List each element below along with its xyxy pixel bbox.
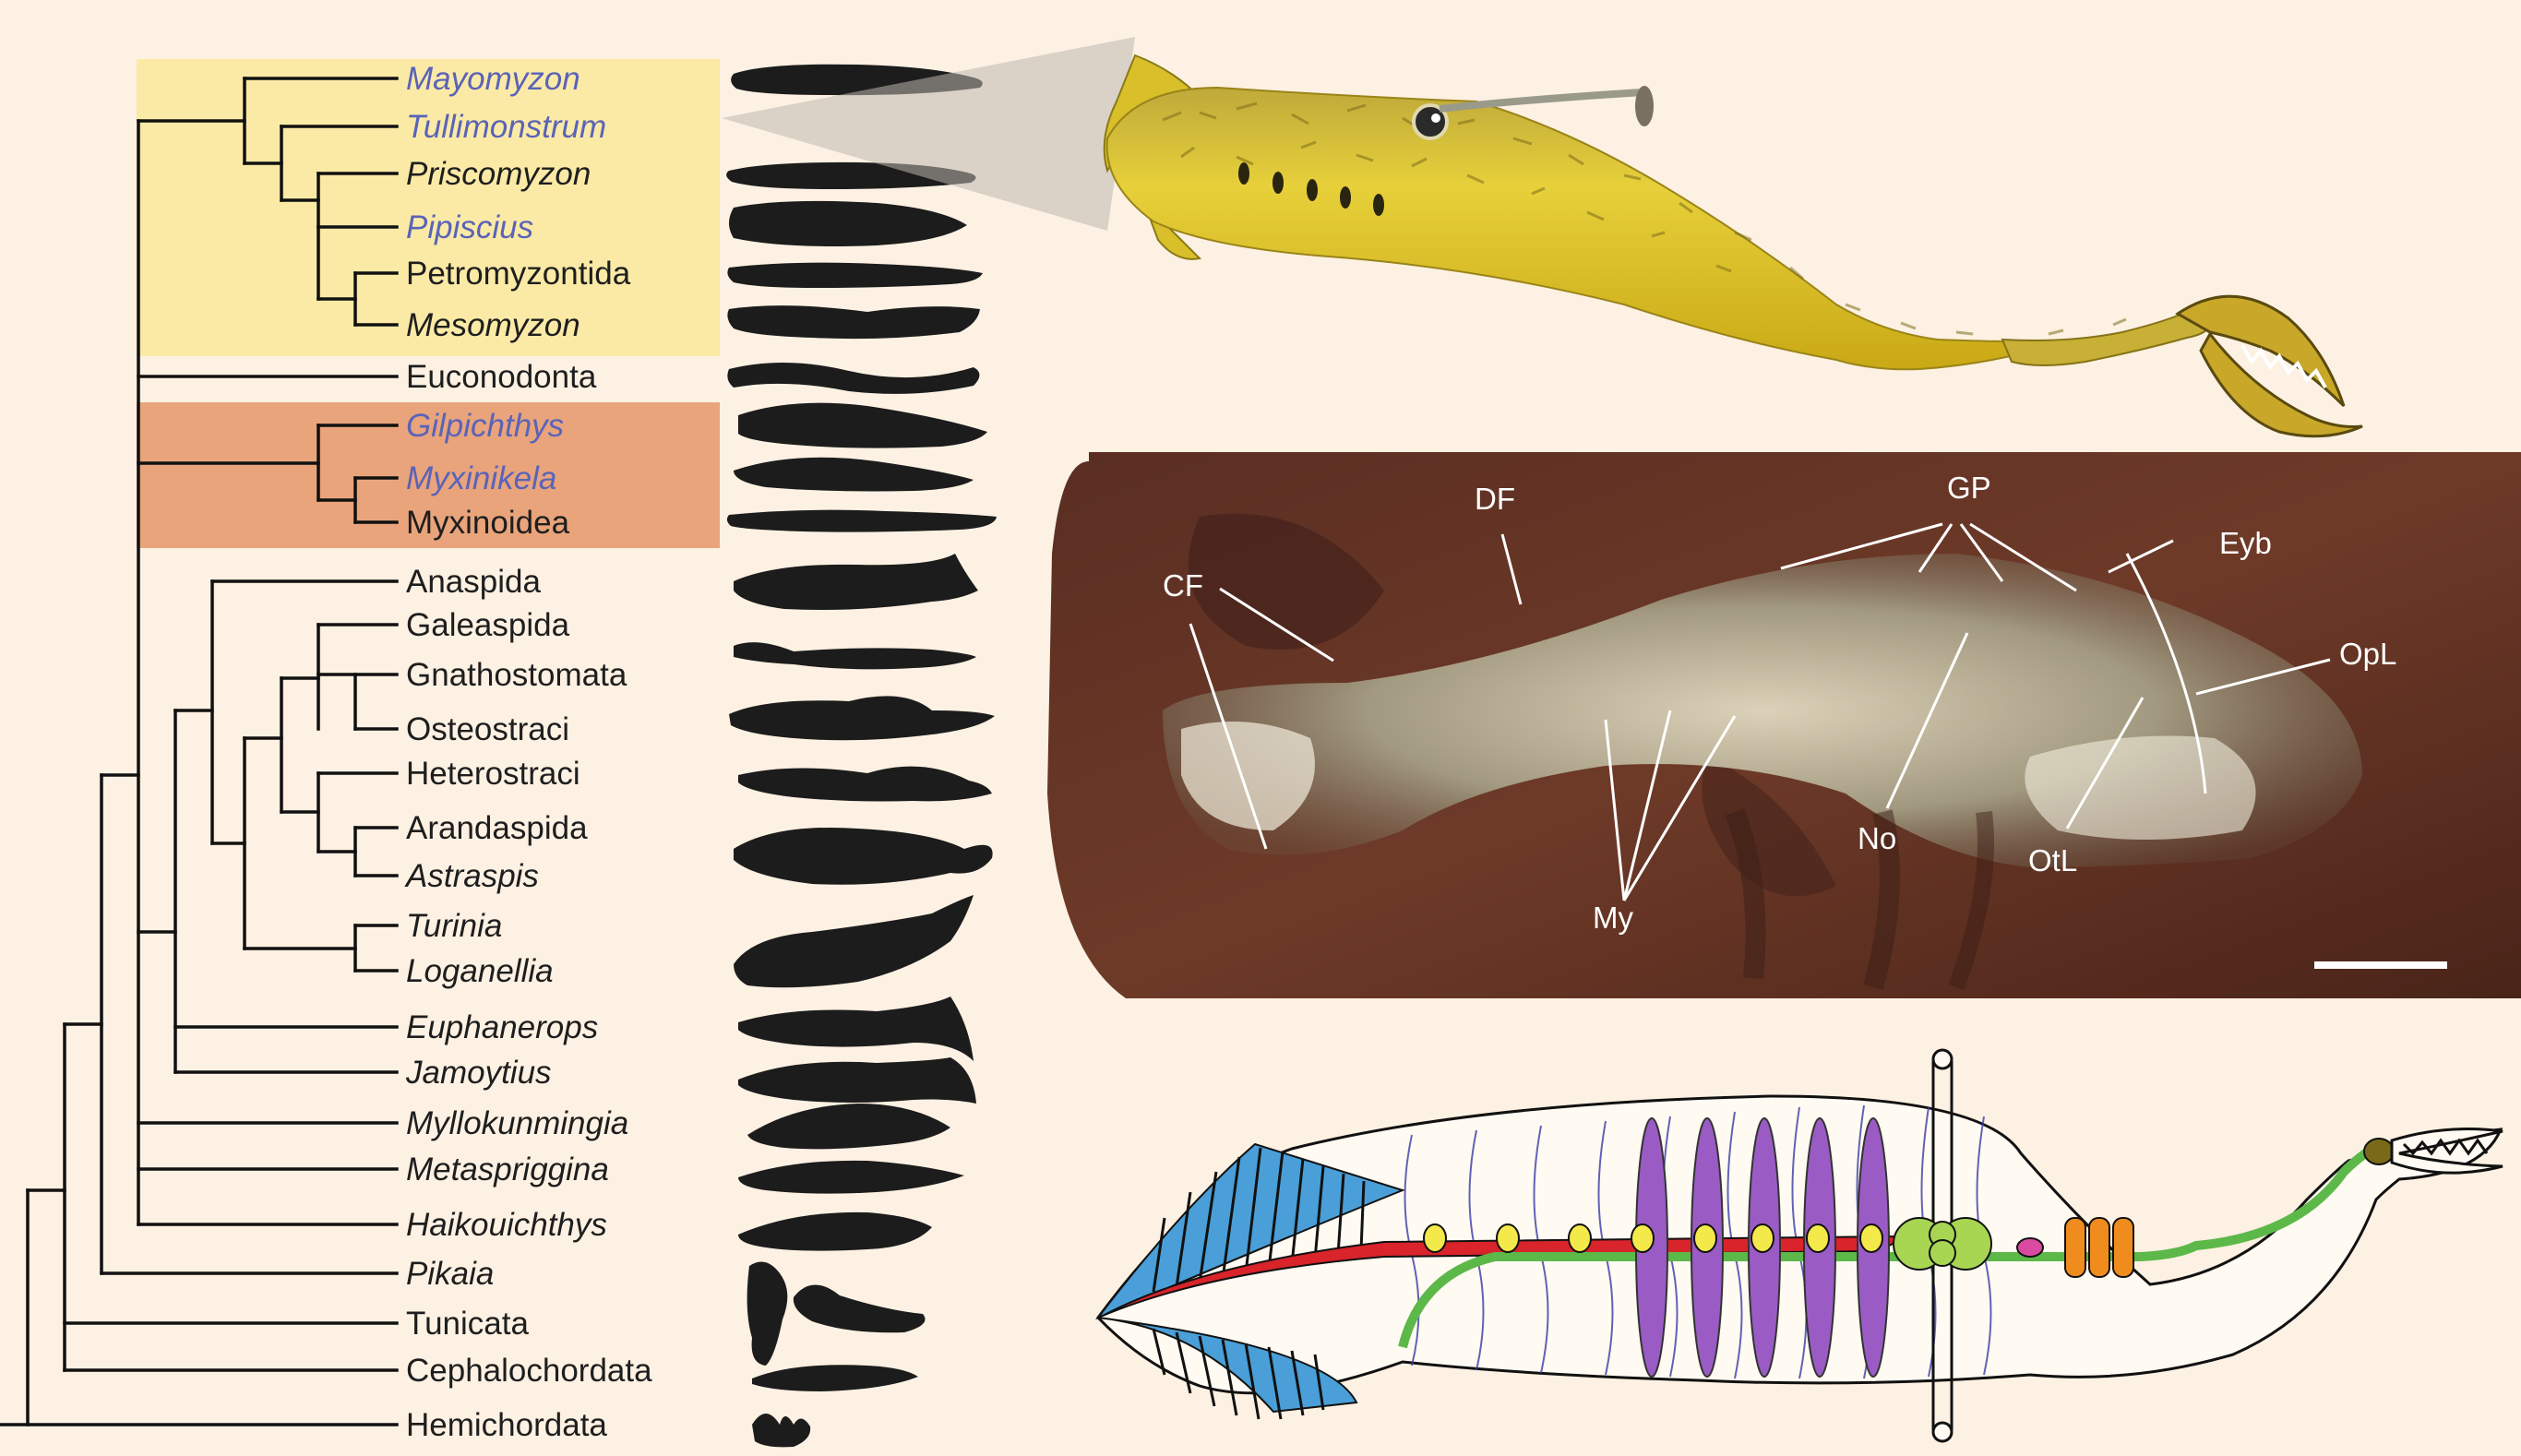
eye-bar-top	[1933, 1050, 1952, 1068]
taxon-label: Euconodonta	[406, 359, 597, 395]
silhouette-metaspriggina	[738, 1161, 964, 1194]
silhouette-pipiscius	[729, 201, 967, 246]
taxon-label: Turinia	[406, 908, 502, 944]
taxon-label: Gilpichthys	[406, 408, 564, 444]
silhouette-mesomyzon	[727, 305, 980, 339]
stylet-base	[2364, 1139, 2394, 1164]
silhouette-gilpichthys	[738, 403, 987, 448]
label-opl: OpL	[2339, 637, 2396, 671]
label-otl: OtL	[2028, 843, 2077, 877]
taxon-label: Haikouichthys	[406, 1207, 607, 1243]
silhouette-myllokunmingia	[747, 1104, 950, 1149]
taxon-label: Gnathostomata	[406, 657, 627, 693]
silhouette-tunicata	[747, 1262, 788, 1366]
taxon-label: Tullimonstrum	[406, 109, 606, 145]
taxon-label: Mesomyzon	[406, 307, 580, 343]
brain	[1894, 1218, 1991, 1270]
label-no: No	[1858, 821, 1896, 855]
taxon-label: Cephalochordata	[406, 1353, 652, 1389]
taxon-label: Pikaia	[406, 1256, 494, 1292]
otic-organ	[2017, 1238, 2043, 1257]
silhouette-myxinikela	[734, 458, 974, 492]
label-my: My	[1593, 901, 1633, 935]
eye-bar-end	[1635, 86, 1654, 126]
taxon-label: Jamoytius	[405, 1055, 552, 1091]
optic-organs	[2065, 1218, 2133, 1277]
taxon-silhouettes	[726, 65, 997, 1448]
tullimonstrum-reconstruction	[1105, 55, 2362, 436]
proboscis	[2002, 314, 2213, 365]
taxon-label: Tunicata	[406, 1306, 529, 1342]
silhouette-jamoytius	[738, 1057, 976, 1104]
body	[1107, 88, 2026, 369]
taxon-label: Petromyzontida	[406, 256, 631, 292]
label-cf: CF	[1163, 568, 1203, 603]
eye-glint	[1431, 113, 1440, 123]
silhouette-myxinoidea	[727, 510, 997, 532]
taxon-label: Myxinikela	[406, 460, 556, 496]
silhouette-arandaspida	[734, 828, 993, 885]
silhouette-galeaspida	[734, 642, 976, 669]
silhouette-pikaia	[794, 1284, 926, 1332]
taxon-label: Heterostraci	[406, 756, 580, 792]
fossil-photograph: CF DF GP Eyb OpL My No OtL	[1047, 452, 2521, 998]
taxon-label: Euphanerops	[406, 1009, 598, 1045]
silhouette-turinia	[734, 895, 974, 987]
taxon-label: Mayomyzon	[406, 61, 580, 97]
taxon-label: Priscomyzon	[406, 156, 591, 192]
silhouette-petromyzontida	[727, 263, 983, 288]
silhouette-anaspida	[734, 554, 978, 610]
silhouette-euconodonta	[727, 363, 979, 394]
taxon-labels: Mayomyzon Tullimonstrum Priscomyzon Pipi…	[404, 61, 652, 1443]
taxon-label: Pipiscius	[406, 209, 533, 245]
anatomical-schematic	[1098, 1050, 2503, 1441]
taxon-label: Myxinoidea	[406, 505, 570, 541]
taxon-label: Astraspis	[404, 858, 539, 894]
fossil-glow	[2025, 736, 2255, 841]
label-gp: GP	[1947, 471, 1991, 505]
silhouette-hemichordata	[752, 1414, 810, 1447]
taxon-label: Hemichordata	[406, 1407, 607, 1443]
silhouette-haikouichthys	[738, 1212, 932, 1251]
eye-bar-bottom	[1933, 1423, 1952, 1441]
taxon-label: Osteostraci	[406, 711, 569, 747]
taxon-label: Metaspriggina	[406, 1152, 609, 1187]
taxon-label: Galeaspida	[406, 607, 570, 643]
silhouette-euphanerops	[738, 997, 974, 1061]
label-eyb: Eyb	[2219, 526, 2272, 560]
silhouette-gnathostomata	[729, 696, 995, 740]
taxon-label: Anaspida	[406, 564, 541, 600]
silhouette-cephalochordata	[752, 1365, 918, 1391]
taxon-label: Arandaspida	[406, 810, 588, 846]
label-df: DF	[1475, 482, 1515, 516]
taxon-label: Myllokunmingia	[406, 1105, 628, 1141]
silhouette-osteostraci	[738, 767, 992, 802]
taxon-label: Loganellia	[406, 953, 554, 989]
